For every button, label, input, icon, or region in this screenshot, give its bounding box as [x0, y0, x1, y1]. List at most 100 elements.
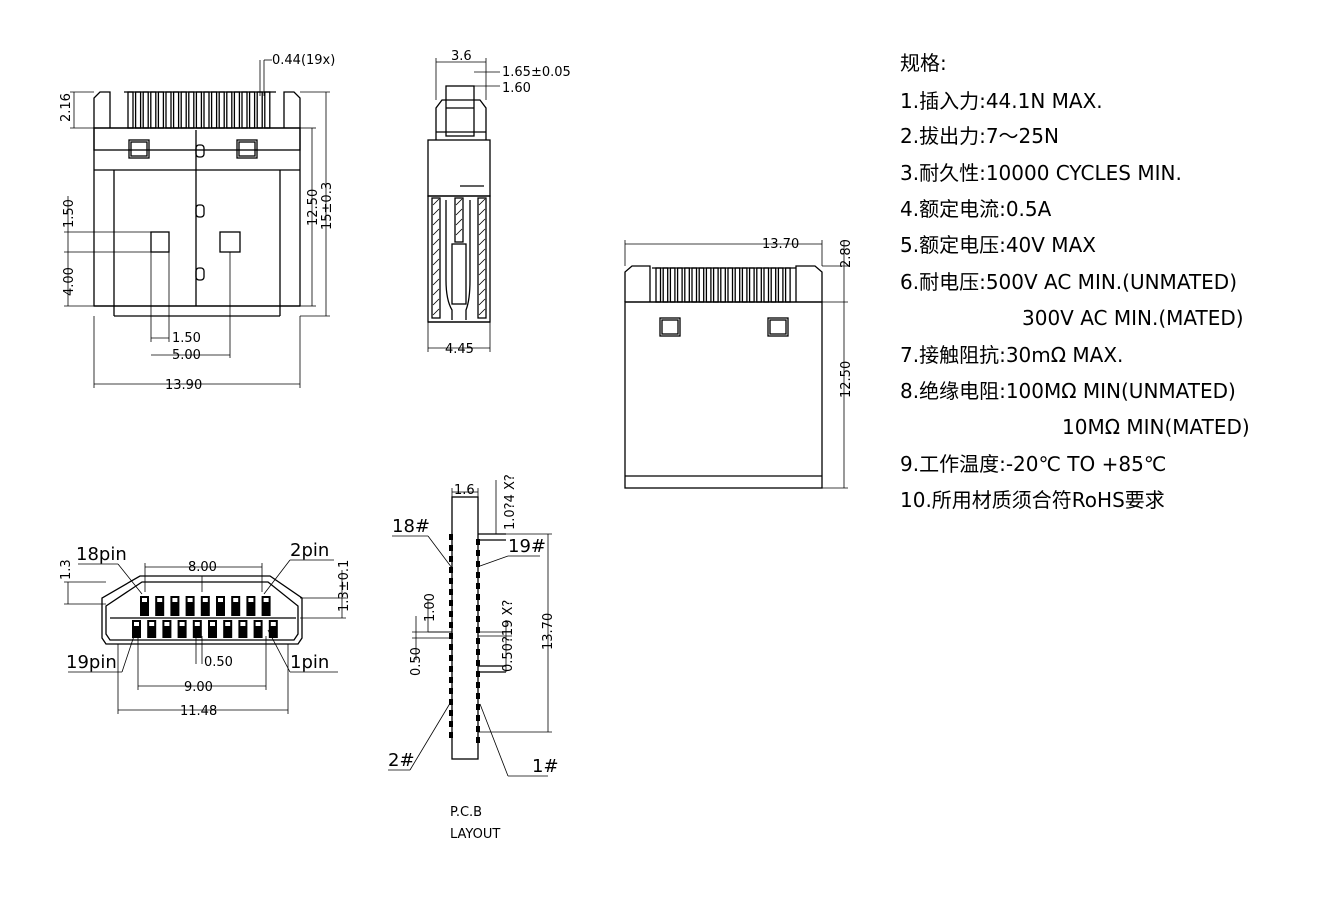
label-pad-2: 2#: [388, 750, 415, 771]
dim-inner-height: 12.50: [306, 189, 321, 226]
pcb-pad: [476, 627, 480, 633]
dim-left-height: 1.3: [59, 559, 74, 580]
dim-inner-span: 9.00: [184, 680, 213, 695]
label-pad-1: 1#: [532, 756, 559, 777]
tail-finger: [691, 267, 698, 303]
pcb-caption-line1: P.C.B: [450, 805, 482, 820]
pin-highlight: [240, 622, 246, 626]
dim-outer-width: 11.48: [180, 704, 217, 719]
contact-finger: [241, 91, 248, 129]
spec-item: 5.额定电压:40V MAX: [900, 233, 1096, 257]
contact-finger: [233, 91, 241, 129]
pin-highlight: [157, 598, 163, 602]
contact-finger: [157, 91, 165, 129]
spec-item: 6.耐电压:500V AC MIN.(UNMATED): [900, 270, 1237, 294]
dim-pcb-width: 1.6: [454, 483, 475, 498]
pcb-pad: [476, 715, 480, 721]
contact-finger: [172, 91, 180, 129]
contact-finger: [134, 91, 142, 129]
pcb-pad: [449, 578, 453, 584]
pin-highlight: [179, 622, 185, 626]
contact-finger: [248, 91, 256, 129]
pcb-pad: [476, 616, 480, 622]
contact-finger: [127, 91, 134, 129]
pcb-pad: [476, 704, 480, 710]
pcb-pad: [449, 589, 453, 595]
contact-finger: [256, 91, 263, 129]
dim-left-lower: 4.00: [62, 267, 77, 296]
contact-pin: [216, 596, 225, 616]
contact-pin: [208, 620, 217, 638]
pcb-pad: [449, 644, 453, 650]
pin-highlight: [218, 598, 223, 602]
dim-row-span: 8.00: [188, 560, 217, 575]
pcb-pad: [476, 660, 480, 666]
pcb-caption-line2: LAYOUT: [450, 827, 500, 842]
tail-finger: [698, 267, 705, 303]
contact-pin: [185, 596, 195, 616]
label-pad-19: 19#: [508, 536, 546, 557]
contact-finger: [150, 91, 157, 129]
tail-finger: [734, 267, 741, 303]
pcb-pads: [449, 534, 480, 743]
tail-finger: [655, 267, 662, 303]
pcb-pad: [449, 721, 453, 727]
pin-highlight: [210, 622, 215, 626]
dim-left-upper: 1.50: [62, 199, 77, 228]
dim-pad-size: 0.50?19 X?: [501, 600, 516, 672]
dim-top-height: 2.16: [59, 93, 74, 122]
specifications: 规格: 1.插入力:44.1N MAX. 2.拔出力:7～25N 3.耐久性:1…: [900, 51, 1250, 512]
tail-finger: [662, 267, 669, 303]
dim-top-length: 12.50: [839, 361, 854, 398]
pcb-pad: [449, 556, 453, 562]
pcb-pad: [476, 649, 480, 655]
contact-pin: [246, 596, 256, 616]
pin-highlight: [233, 598, 239, 602]
pcb-pad: [476, 671, 480, 677]
spec-item: 1.插入力:44.1N MAX.: [900, 89, 1103, 113]
dim-hole-offset: 1.50: [172, 331, 201, 346]
contact-pin: [177, 620, 187, 638]
tail-finger: [669, 267, 676, 303]
contact-pin: [162, 620, 172, 638]
tail-finger: [720, 267, 726, 303]
spec-item: 4.额定电流:0.5A: [900, 197, 1052, 221]
pcb-pad: [449, 600, 453, 606]
pcb-pad: [476, 572, 480, 578]
tail-finger: [770, 267, 777, 303]
contact-finger: [180, 91, 187, 129]
label-18pin: 18pin: [76, 544, 127, 565]
contact-finger: [165, 91, 172, 129]
tail-finger: [705, 267, 712, 303]
pcb-pad: [449, 545, 453, 551]
dim-top-width: 13.70: [762, 237, 799, 252]
dim-side-tab-gap: 1.60: [502, 81, 531, 96]
contact-finger: [264, 91, 271, 129]
tail-fingers: [652, 267, 796, 303]
spec-item-continued: 10MΩ MIN(MATED): [1062, 415, 1250, 439]
contact-pin: [155, 596, 165, 616]
pcb-pad: [449, 622, 453, 628]
pcb-pad: [476, 693, 480, 699]
tail-finger: [712, 267, 719, 303]
dim-side-top-width: 3.6: [451, 49, 472, 64]
dim-end-pitch: 0.50: [204, 655, 233, 670]
tail-finger: [741, 267, 748, 303]
pin-highlight: [263, 598, 269, 602]
pcb-pad: [449, 688, 453, 694]
contact-finger: [203, 91, 210, 129]
end-pins: [132, 596, 278, 638]
spec-item: 2.拔出力:7～25N: [900, 124, 1059, 148]
dim-hole-spacing: 5.00: [172, 348, 201, 363]
dim-width: 13.90: [165, 378, 202, 393]
label-pad-18: 18#: [392, 516, 430, 537]
pcb-pad: [476, 583, 480, 589]
spec-item: 9.工作温度:-20℃ TO +85℃: [900, 452, 1166, 476]
contact-pin: [238, 620, 248, 638]
pin-highlight: [142, 598, 147, 602]
pcb-pad: [449, 534, 453, 540]
pin-highlight: [255, 622, 261, 626]
pcb-pad: [476, 561, 480, 567]
spec-item: 7.接触阻抗:30mΩ MAX.: [900, 343, 1123, 367]
